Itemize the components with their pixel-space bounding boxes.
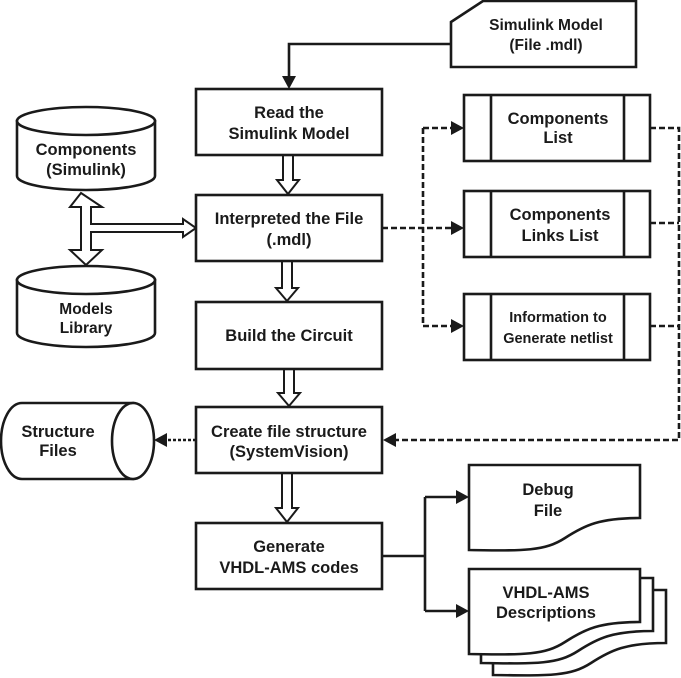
- edge-interpret-to-lists: [382, 121, 464, 333]
- edge-generate-to-outputs: [382, 490, 469, 618]
- node-interpret-file: Interpreted the File (.mdl): [194, 193, 384, 263]
- edge-simulink-to-read: [282, 42, 451, 89]
- node-vhdl-descriptions: VHDL-AMS Descriptions: [467, 567, 668, 677]
- node-links-list: Components Links List: [462, 189, 652, 259]
- node-vhdl-descriptions-line-1: VHDL-AMS: [502, 584, 589, 602]
- edge-create-to-structure-files: [154, 433, 196, 447]
- node-simulink-model-line-2: (File .mdl): [509, 37, 582, 54]
- edge-read-to-interpret: [274, 154, 302, 196]
- node-vhdl-descriptions-line-2: Descriptions: [496, 604, 596, 622]
- node-components-list-line-1: Components: [508, 110, 609, 128]
- node-netlist-info-line-2: Generate netlist: [503, 331, 613, 347]
- node-simulink-model-line-1: Simulink Model: [489, 17, 603, 34]
- node-generate-codes-line-2: VHDL-AMS codes: [219, 559, 358, 577]
- node-structure-files-line-1: Structure: [21, 423, 94, 441]
- node-components-db-line-1: Components: [36, 141, 137, 159]
- node-components-db-line-2: (Simulink): [46, 161, 126, 179]
- node-models-library-line-2: Library: [60, 320, 113, 337]
- node-debug-file: Debug File: [467, 463, 642, 552]
- edge-create-to-generate: [273, 472, 301, 524]
- node-models-library-line-1: Models: [59, 301, 112, 318]
- node-create-structure: Create file structure (SystemVision): [194, 405, 384, 475]
- node-debug-file-line-2: File: [534, 502, 562, 520]
- node-netlist-info: Information to Generate netlist: [462, 292, 652, 362]
- node-links-list-line-2: Links List: [521, 227, 599, 245]
- node-links-list-line-1: Components: [510, 206, 611, 224]
- node-netlist-info-line-1: Information to: [509, 310, 607, 326]
- edge-lists-to-create: [383, 126, 681, 447]
- node-read-model-line-1: Read the: [254, 104, 324, 122]
- edge-databases-to-interpret: [67, 191, 198, 267]
- node-components-list: Components List: [462, 93, 652, 163]
- node-simulink-model: Simulink Model (File .mdl): [449, 0, 638, 69]
- node-generate-codes-line-1: Generate: [253, 538, 325, 556]
- node-build-circuit-line-1: Build the Circuit: [225, 327, 353, 345]
- node-read-model: Read the Simulink Model: [194, 87, 384, 157]
- node-structure-files: Structure Files: [0, 401, 156, 481]
- node-components-db: Components (Simulink): [15, 105, 157, 192]
- node-build-circuit: Build the Circuit: [194, 300, 384, 371]
- node-structure-files-line-2: Files: [39, 442, 77, 460]
- edge-build-to-create: [275, 368, 303, 408]
- node-debug-file-line-1: Debug: [522, 481, 573, 499]
- node-generate-codes: Generate VHDL-AMS codes: [194, 521, 384, 591]
- node-interpret-file-line-1: Interpreted the File: [215, 210, 364, 228]
- node-create-structure-line-1: Create file structure: [211, 423, 367, 441]
- node-create-structure-line-2: (SystemVision): [230, 443, 349, 461]
- node-read-model-line-2: Simulink Model: [228, 125, 349, 143]
- node-interpret-file-line-2: (.mdl): [267, 231, 312, 249]
- node-components-list-line-2: List: [543, 129, 573, 147]
- edge-interpret-to-build: [273, 260, 301, 303]
- node-models-library: Models Library: [15, 264, 157, 349]
